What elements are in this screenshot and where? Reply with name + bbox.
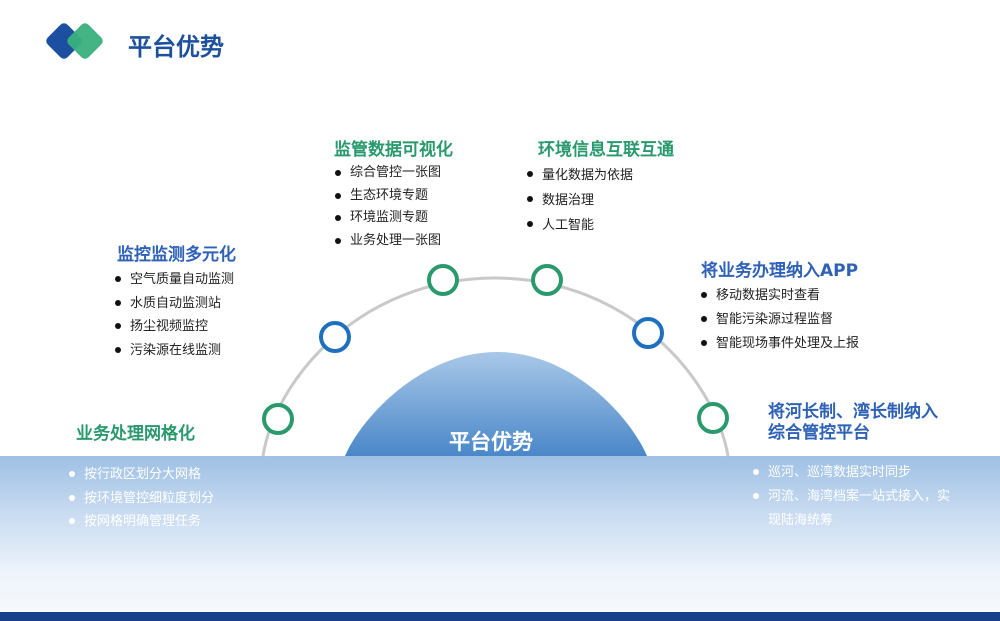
list-item: 业务处理一张图 xyxy=(334,230,441,253)
list-item: 扬尘视频监控 xyxy=(114,315,234,339)
arc-line xyxy=(261,276,730,457)
node-circle-4 xyxy=(531,264,563,296)
list-item: 按环境管控细粒度划分 xyxy=(68,487,214,511)
node-circle-3 xyxy=(427,264,459,296)
node-circle-6 xyxy=(697,402,729,434)
node-circle-5 xyxy=(632,317,664,349)
group-title-grid: 业务处理网格化 xyxy=(76,424,195,444)
center-label: 平台优势 xyxy=(449,430,533,454)
list-item: 智能现场事件处理及上报 xyxy=(700,332,859,356)
page-title: 平台优势 xyxy=(128,33,224,61)
list-item: 按网格明确管理任务 xyxy=(68,510,214,534)
list-item: 综合管控一张图 xyxy=(334,162,441,185)
group-title-monitoring: 监控监测多元化 xyxy=(117,245,236,265)
list-item: 人工智能 xyxy=(526,213,633,238)
node-circle-1 xyxy=(262,403,294,435)
node-circle-2 xyxy=(319,321,351,353)
logo-icon xyxy=(46,23,103,59)
list-item: 数据治理 xyxy=(526,188,633,213)
list-item: 按行政区划分大网格 xyxy=(68,463,214,487)
list-item: 智能污染源过程监督 xyxy=(700,308,859,332)
group-list-river: 巡河、巡湾数据实时同步 河流、海湾档案一站式接入，实现陆海统筹 xyxy=(752,461,962,533)
bottom-bar xyxy=(0,612,1000,621)
list-item: 巡河、巡湾数据实时同步 xyxy=(752,461,962,485)
list-item: 环境监测专题 xyxy=(334,207,441,230)
list-item: 水质自动监测站 xyxy=(114,292,234,316)
group-list-grid: 按行政区划分大网格 按环境管控细粒度划分 按网格明确管理任务 xyxy=(68,463,214,534)
group-title-line: 将河长制、湾长制纳入 xyxy=(768,402,938,422)
group-list-visualization: 综合管控一张图 生态环境专题 环境监测专题 业务处理一张图 xyxy=(334,162,441,252)
list-item: 河流、海湾档案一站式接入，实现陆海统筹 xyxy=(752,485,962,533)
group-title-interconnect: 环境信息互联互通 xyxy=(538,140,674,160)
group-list-monitoring: 空气质量自动监测 水质自动监测站 扬尘视频监控 污染源在线监测 xyxy=(114,268,234,362)
list-item: 量化数据为依据 xyxy=(526,163,633,188)
center-dome xyxy=(345,352,647,456)
group-title-river: 将河长制、湾长制纳入 综合管控平台 xyxy=(768,402,938,444)
group-list-app: 移动数据实时查看 智能污染源过程监督 智能现场事件处理及上报 xyxy=(700,284,859,356)
list-item: 移动数据实时查看 xyxy=(700,284,859,308)
list-item: 污染源在线监测 xyxy=(114,339,234,363)
group-list-interconnect: 量化数据为依据 数据治理 人工智能 xyxy=(526,163,633,238)
list-item: 空气质量自动监测 xyxy=(114,268,234,292)
list-item: 生态环境专题 xyxy=(334,185,441,208)
group-title-app: 将业务办理纳入APP xyxy=(701,261,859,281)
group-title-visualization: 监管数据可视化 xyxy=(334,140,453,160)
bottom-band xyxy=(0,456,1000,613)
group-title-line: 综合管控平台 xyxy=(768,423,870,443)
